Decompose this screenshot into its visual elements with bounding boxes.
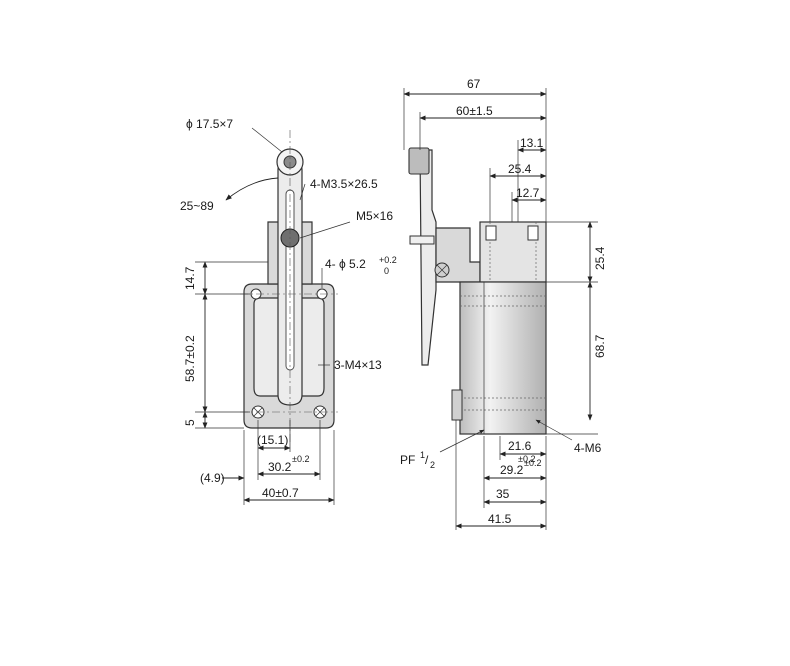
label-conduit-num: 1 (420, 450, 425, 460)
label-width-pitch: 30.2 (268, 460, 292, 474)
label-d-29-2: 29.2 (500, 463, 524, 477)
label-height-bottom: 5 (183, 419, 197, 426)
label-lever-screws: 4-M3.5×26.5 (310, 177, 378, 191)
label-height-top: 14.7 (183, 266, 197, 290)
label-d-68-7: 68.7 (593, 334, 607, 358)
label-d-35: 35 (496, 487, 510, 501)
label-conduit: PF (400, 453, 415, 467)
label-height-mid: 58.7±0.2 (183, 335, 197, 382)
label-d-25-4-right: 25.4 (593, 246, 607, 270)
side-top-tab-left (485, 225, 497, 241)
label-mount-tol-upper: +0.2 (379, 255, 397, 265)
label-d-29-2-tol: ±0.2 (524, 458, 541, 468)
front-view: ϕ 17.5×7 25~89 4-M3.5×26.5 M5×16 4- ϕ 5.… (180, 117, 397, 505)
label-d-25-4-top: 25.4 (508, 162, 532, 176)
label-roller-bolt: M5×16 (356, 209, 393, 223)
label-conduit-den: 2 (430, 460, 435, 470)
side-lever-plate (419, 149, 437, 366)
label-offset: (4.9) (200, 471, 225, 485)
label-d-12-7: 12.7 (516, 186, 540, 200)
label-cover-screws: 3-M4×13 (334, 358, 382, 372)
label-mount-tol-lower: 0 (384, 266, 389, 276)
label-width-inner: (15.1) (257, 433, 288, 447)
label-lever-length: 60±1.5 (456, 104, 493, 118)
side-shaft (409, 235, 435, 245)
label-mount-holes: 4- ϕ 5.2 (325, 257, 366, 271)
label-conduit-slash: / (425, 453, 429, 467)
label-d-13-1: 13.1 (520, 136, 544, 150)
label-roller-dim: ϕ 17.5×7 (186, 117, 233, 131)
side-conduit (451, 389, 463, 421)
side-view: 67 60±1.5 13.1 25.4 12.7 25.4 68.7 21.6 … (400, 77, 607, 530)
label-width-total: 40±0.7 (262, 486, 299, 500)
label-angle: 25~89 (180, 199, 214, 213)
side-body (459, 281, 547, 435)
side-roller (408, 147, 430, 175)
label-d-41-5: 41.5 (488, 512, 512, 526)
side-top-tab-right (527, 225, 539, 241)
label-base-screws: 4-M6 (574, 441, 602, 455)
label-d-21-6: 21.6 (508, 439, 532, 453)
label-total-length: 67 (467, 77, 481, 91)
label-width-pitch-tol: ±0.2 (292, 454, 309, 464)
label-d-21-6-tol: ±0.2 (518, 454, 535, 464)
